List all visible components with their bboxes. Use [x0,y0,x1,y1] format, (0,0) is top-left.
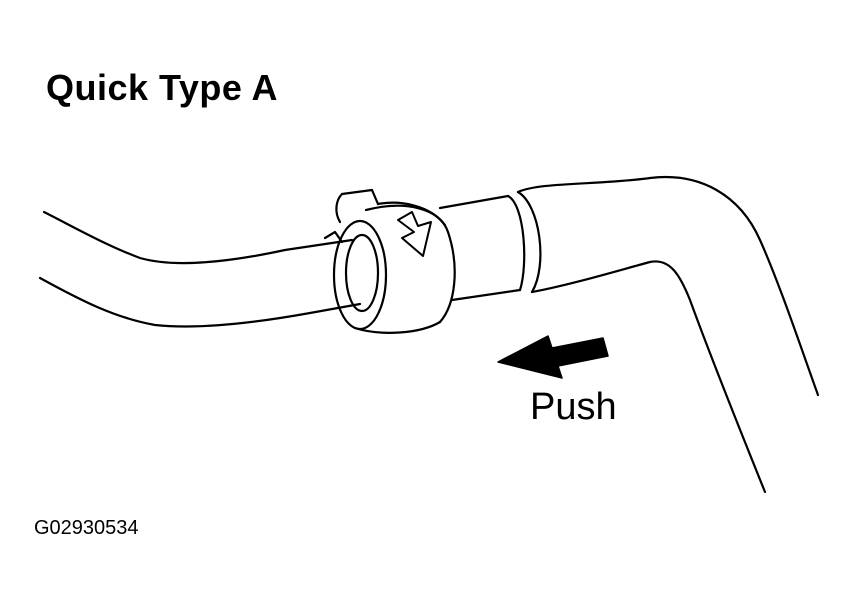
hose-right [516,176,820,494]
connector-body [438,190,542,302]
figure-id: G02930534 [34,517,139,539]
pipe-left [38,210,362,328]
push-label: Push [530,386,617,428]
push-arrow [497,335,609,379]
diagram-title: Quick Type A [46,67,279,108]
retainer-ring [323,188,456,334]
